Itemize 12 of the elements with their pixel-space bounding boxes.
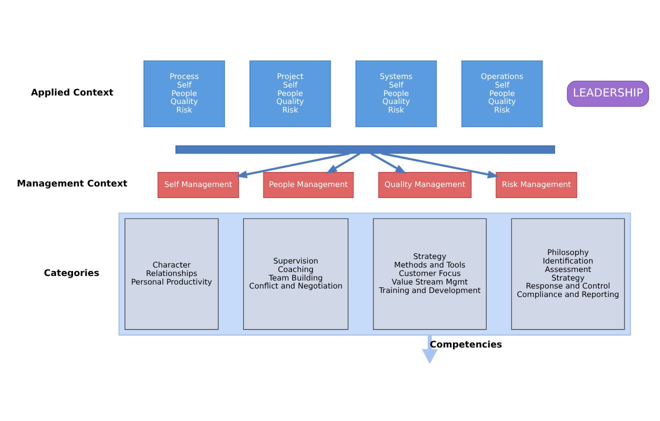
- cluster: [118, 212, 631, 336]
- arrow: [236, 152, 350, 178]
- label: Applied Context: [30, 88, 114, 98]
- arrow: [422, 335, 438, 363]
- label: Categories: [44, 268, 100, 279]
- arrow: [381, 152, 499, 178]
- arrow: [370, 152, 407, 174]
- node-box: LEADERSHIP: [566, 80, 650, 107]
- label: Management Context: [16, 180, 128, 190]
- node-bar: [175, 145, 556, 154]
- arrow: [326, 152, 360, 174]
- edge-label: Competencies: [430, 340, 502, 350]
